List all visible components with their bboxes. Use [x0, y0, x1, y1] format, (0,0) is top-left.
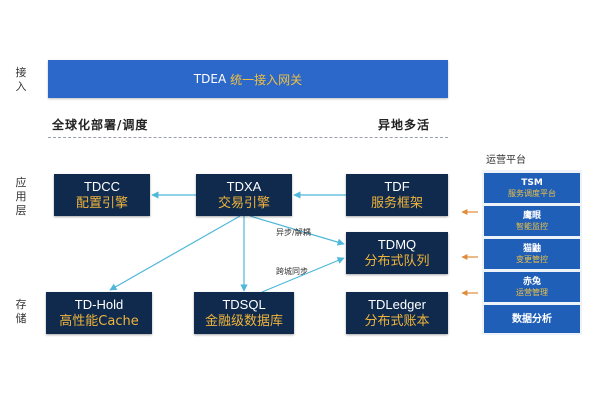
arrow-tdxa-to-tdmq	[249, 215, 345, 246]
box-tdsql: TDSQL 金融级数据库	[194, 292, 294, 334]
ops-item-subtitle: 智能监控	[516, 221, 548, 231]
ops-platform-title: 运营平台	[486, 155, 526, 166]
box-td-hold-subtitle: 高性能Cache	[59, 313, 139, 329]
connection-label-cross-city: 跨城同步	[276, 267, 308, 276]
box-tdmq-subtitle: 分布式队列	[364, 253, 430, 269]
note-global-deployment: 全球化部署/调度	[52, 118, 149, 132]
ops-item-chitu: 赤兔 运营管理	[484, 272, 580, 302]
box-tdf: TDF 服务框架	[346, 174, 448, 216]
box-tdsql-title: TDSQL	[222, 296, 266, 312]
box-tdmq-title: TDMQ	[377, 236, 417, 252]
box-td-hold-title: TD-Hold	[74, 296, 124, 312]
ops-item-title: TSM	[521, 177, 543, 188]
box-tdledger-subtitle: 分布式账本	[364, 313, 430, 329]
layer-label-application: 应用层	[15, 176, 27, 217]
connection-label-async: 异步/解耦	[276, 228, 311, 237]
ops-item-eagle-eye: 鹰眼 智能监控	[484, 206, 580, 236]
layer-label-storage: 存储	[15, 298, 27, 325]
box-tdsql-subtitle: 金融级数据库	[204, 313, 283, 329]
gateway-label: TDEA 统一接入网关	[48, 60, 448, 98]
ops-item-mongoose: 猫鼬 变更管控	[484, 239, 580, 269]
ops-item-title: 赤兔	[522, 276, 541, 287]
gateway-description: 统一接入网关	[230, 72, 303, 87]
note-multi-active: 异地多活	[378, 118, 431, 132]
ops-item-subtitle: 服务调度平台	[508, 188, 556, 198]
ops-item-data-analysis: 数据分析	[484, 305, 580, 333]
layer-label-access: 接入	[15, 66, 27, 93]
box-tdcc-title: TDCC	[83, 178, 121, 194]
ops-item-subtitle: 变更管控	[516, 254, 548, 264]
divider-top	[48, 137, 448, 138]
ops-item-subtitle: 运营管理	[516, 287, 548, 297]
ops-item-title: 猫鼬	[522, 243, 541, 254]
box-tdcc: TDCC 配置引擎	[54, 174, 150, 216]
gateway-name: TDEA	[193, 72, 227, 86]
ops-item-title: 鹰眼	[522, 210, 541, 221]
box-tdledger: TDLedger 分布式账本	[346, 292, 448, 334]
ops-item-tsm: TSM 服务调度平台	[484, 173, 580, 203]
box-td-hold: TD-Hold 高性能Cache	[46, 292, 152, 334]
box-tdf-title: TDF	[384, 178, 410, 194]
gateway-bar	[48, 60, 448, 98]
box-tdf-subtitle: 服务框架	[370, 195, 423, 211]
box-tdmq: TDMQ 分布式队列	[346, 232, 448, 274]
arrow-tdsql-to-tdmq	[261, 257, 345, 293]
box-tdxa-subtitle: 交易引擎	[217, 195, 270, 211]
box-tdcc-subtitle: 配置引擎	[75, 195, 128, 211]
box-tdxa-title: TDXA	[226, 178, 262, 194]
box-tdledger-title: TDLedger	[368, 296, 426, 312]
box-tdxa: TDXA 交易引擎	[196, 174, 292, 216]
ops-item-title: 数据分析	[512, 313, 552, 325]
arrow-tdxa-to-tdhold	[109, 215, 241, 291]
